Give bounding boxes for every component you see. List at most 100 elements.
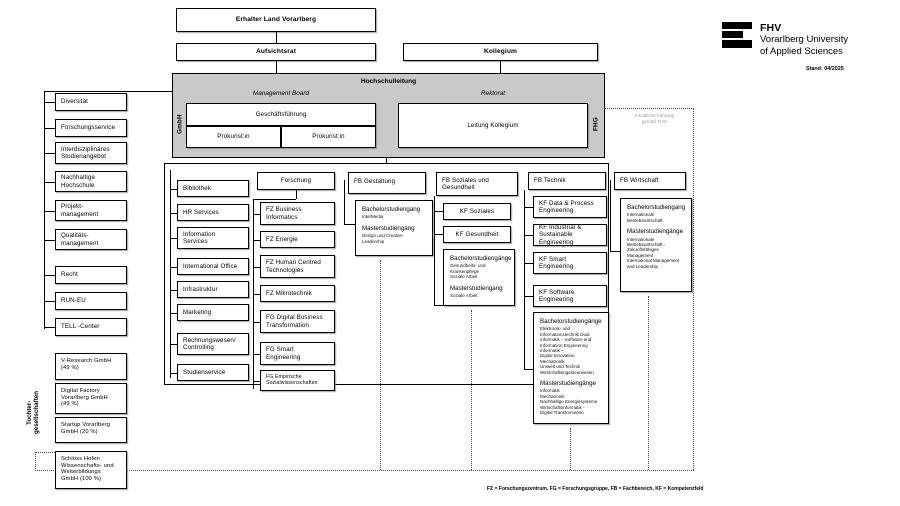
prokurist-1-label: Prokurist:in [217,133,250,141]
fb-soziales-programs[interactable]: Bachelorstudiengänge Gesundheits- und Kr… [443,249,515,306]
research-item-1[interactable]: FZ Business Informatics [260,202,335,225]
kf-technik-3[interactable]: KF Smart Engineering [533,252,607,274]
technik-connector-4 [524,296,533,297]
kf-technik-2[interactable]: KF Industrial & Sustainable Engineering [533,224,607,246]
subsidiary-item-4[interactable]: Schloss Hofen Wissenschafts- und Weiterb… [55,451,127,489]
program-title: Bachelorstudiengänge [540,318,602,325]
service-connector-7 [170,344,177,345]
staff-connector-8 [44,301,55,302]
service-item-4[interactable]: International Office [177,258,249,275]
fb-wirtschaft-programs[interactable]: Bachelorstudiengang Internationale Betri… [620,198,692,292]
research-label: FZ Mikrotechnik [266,289,312,297]
fb-technik-header-box[interactable]: FB Technik [528,172,606,190]
service-item-8[interactable]: Studienservice [177,364,249,381]
staff-item-1[interactable]: Diversität [55,93,127,111]
dotted-drop-soziales [471,310,472,470]
leitung-kollegium-box[interactable]: Leitung Kollegium [398,103,588,148]
service-item-3[interactable]: Information Services [177,227,249,249]
fb-soziales-header-box[interactable]: FB Soziales und Gesundheit [436,172,518,196]
kollegium-box[interactable]: Kollegium [403,43,598,61]
research-item-5[interactable]: FG Digital Business Transformation [260,310,335,333]
staff-item-label: Forschungsservice [61,124,116,132]
staff-connector-7 [44,275,55,276]
subsidiary-item-3[interactable]: Startup Vorarlberg GmbH (20 %) [55,417,127,443]
staff-item-5[interactable]: Projekt- management [55,200,127,221]
research-label: FG Digital Business Transformation [266,314,323,329]
research-item-7[interactable]: FG Empirische Sozialwissenschaften [260,370,335,391]
research-label: FZ Energie [266,235,298,243]
research-item-3[interactable]: FZ Human Centred Technologies [260,255,335,278]
soziales-connector-3 [434,305,443,306]
service-item-5[interactable]: Infrastruktur [177,281,249,298]
fb-technik-programs[interactable]: Bachelorstudiengänge Elektronik- und Inf… [533,312,609,424]
program-title: Masterstudiengänge [540,379,597,387]
research-label: FZ Human Centred Technologies [266,259,321,274]
connector-forschung-rail [253,199,296,200]
program-title: Bachelorstudiengang [627,204,686,211]
research-label: FG Smart Engineering [266,346,301,361]
service-item-2[interactable]: HR Services [177,204,249,221]
program-detail: Design und Creative Leadership [362,233,403,244]
staff-item-2[interactable]: Forschungsservice [55,119,127,137]
staff-connector-3 [44,153,55,154]
staff-item-4[interactable]: Nachhaltige Hochschule [55,171,127,192]
service-label: Information Services [183,230,216,245]
research-connector-4 [253,294,260,295]
subsidiary-label: V-Research GmbH (49 %) [61,358,112,371]
kf-technik-4[interactable]: KF Software Engineering [533,285,607,307]
staff-item-9[interactable]: TELL -Center [55,318,127,336]
staff-connector-5 [44,211,55,212]
fb-wirtschaft-header-label: FB Wirtschaft [620,177,659,184]
footer-legend: FZ = Forschungszentrum, FG = Forschungsg… [487,486,704,492]
erhalter-box[interactable]: Erhalter Land Vorarlberg [176,8,376,32]
aufsichtsrat-box[interactable]: Aufsichtsrat [176,43,376,61]
research-item-4[interactable]: FZ Mikrotechnik [260,285,335,302]
service-item-7[interactable]: Rechnungswesen/ Controlling [177,333,249,355]
gestaltung-connector [344,224,355,225]
prokurist-1-box[interactable]: Prokurist:in [186,126,281,148]
technik-connector-1 [524,207,533,208]
subsidiary-item-2[interactable]: Digital Factory Vorarlberg GmbH (49 %) [55,383,127,414]
technik-rail [524,190,525,370]
fhv-logo-mark-icon [722,22,752,48]
staff-item-6[interactable]: Qualitäts- management [55,229,127,250]
kf-gesundheit-box[interactable]: KF Gesundheit [443,226,511,243]
staff-connector-9 [44,327,55,328]
fb-gestaltung-header-box[interactable]: FB Gestaltung [348,172,426,194]
prokurist-2-box[interactable]: Prokurist:in [281,126,376,148]
subsidiary-label: Schloss Hofen Wissenschafts- und Weiterb… [61,456,114,482]
gestaltung-rail [344,180,345,225]
staff-item-label: RUN-EU [61,297,86,305]
forschung-header-box[interactable]: Forschung [257,172,335,190]
geschaeftsfuehrung-box[interactable]: Geschäftsführung [186,103,376,126]
staff-item-3[interactable]: Interdisziplinäres Studienangebot [55,142,127,164]
technik-connector-programs [524,369,533,370]
research-item-6[interactable]: FG Smart Engineering [260,342,335,365]
service-connector-3 [170,238,177,239]
kf-soziales-box[interactable]: KF Soziales [443,203,511,220]
soziales-connector-2 [434,234,443,235]
service-item-1[interactable]: Bibliothek [177,180,249,197]
fb-wirtschaft-header-box[interactable]: FB Wirtschaft [614,172,686,190]
soziales-connector-1 [434,211,443,212]
kf-technik-label: KF Industrial & Sustainable Engineering [539,224,582,246]
fhg-dotted-left [35,452,36,471]
service-item-6[interactable]: Marketing [177,304,249,321]
service-connector-1 [170,189,177,190]
connector-kollegium-leadership [500,61,501,73]
fb-gestaltung-header-label: FB Gestaltung [354,178,396,185]
fb-gestaltung-programs[interactable]: Bachelorstudiengang InterMedia Masterstu… [355,200,433,256]
research-item-2[interactable]: FZ Energie [260,231,335,248]
staff-item-8[interactable]: RUN-EU [55,292,127,310]
aufsichtsrat-label: Aufsichtsrat [255,48,297,56]
research-label: FZ Business Informatics [266,206,302,221]
staff-item-label: Qualitäts- management [61,232,99,247]
program-title: Masterstudiengänge [627,228,684,236]
staff-item-7[interactable]: Recht [55,266,127,284]
revision-date: Stand: 04/2025 [806,66,844,72]
staff-rail-top [44,91,172,92]
subsidiary-item-1[interactable]: V-Research GmbH (49 %) [55,353,127,380]
kf-technik-1[interactable]: KF Data & Process Engineering [533,196,607,218]
connector-leadership-container [386,158,387,164]
program-detail: Gesundheits- und Krankenpflege Soziale A… [450,263,486,280]
